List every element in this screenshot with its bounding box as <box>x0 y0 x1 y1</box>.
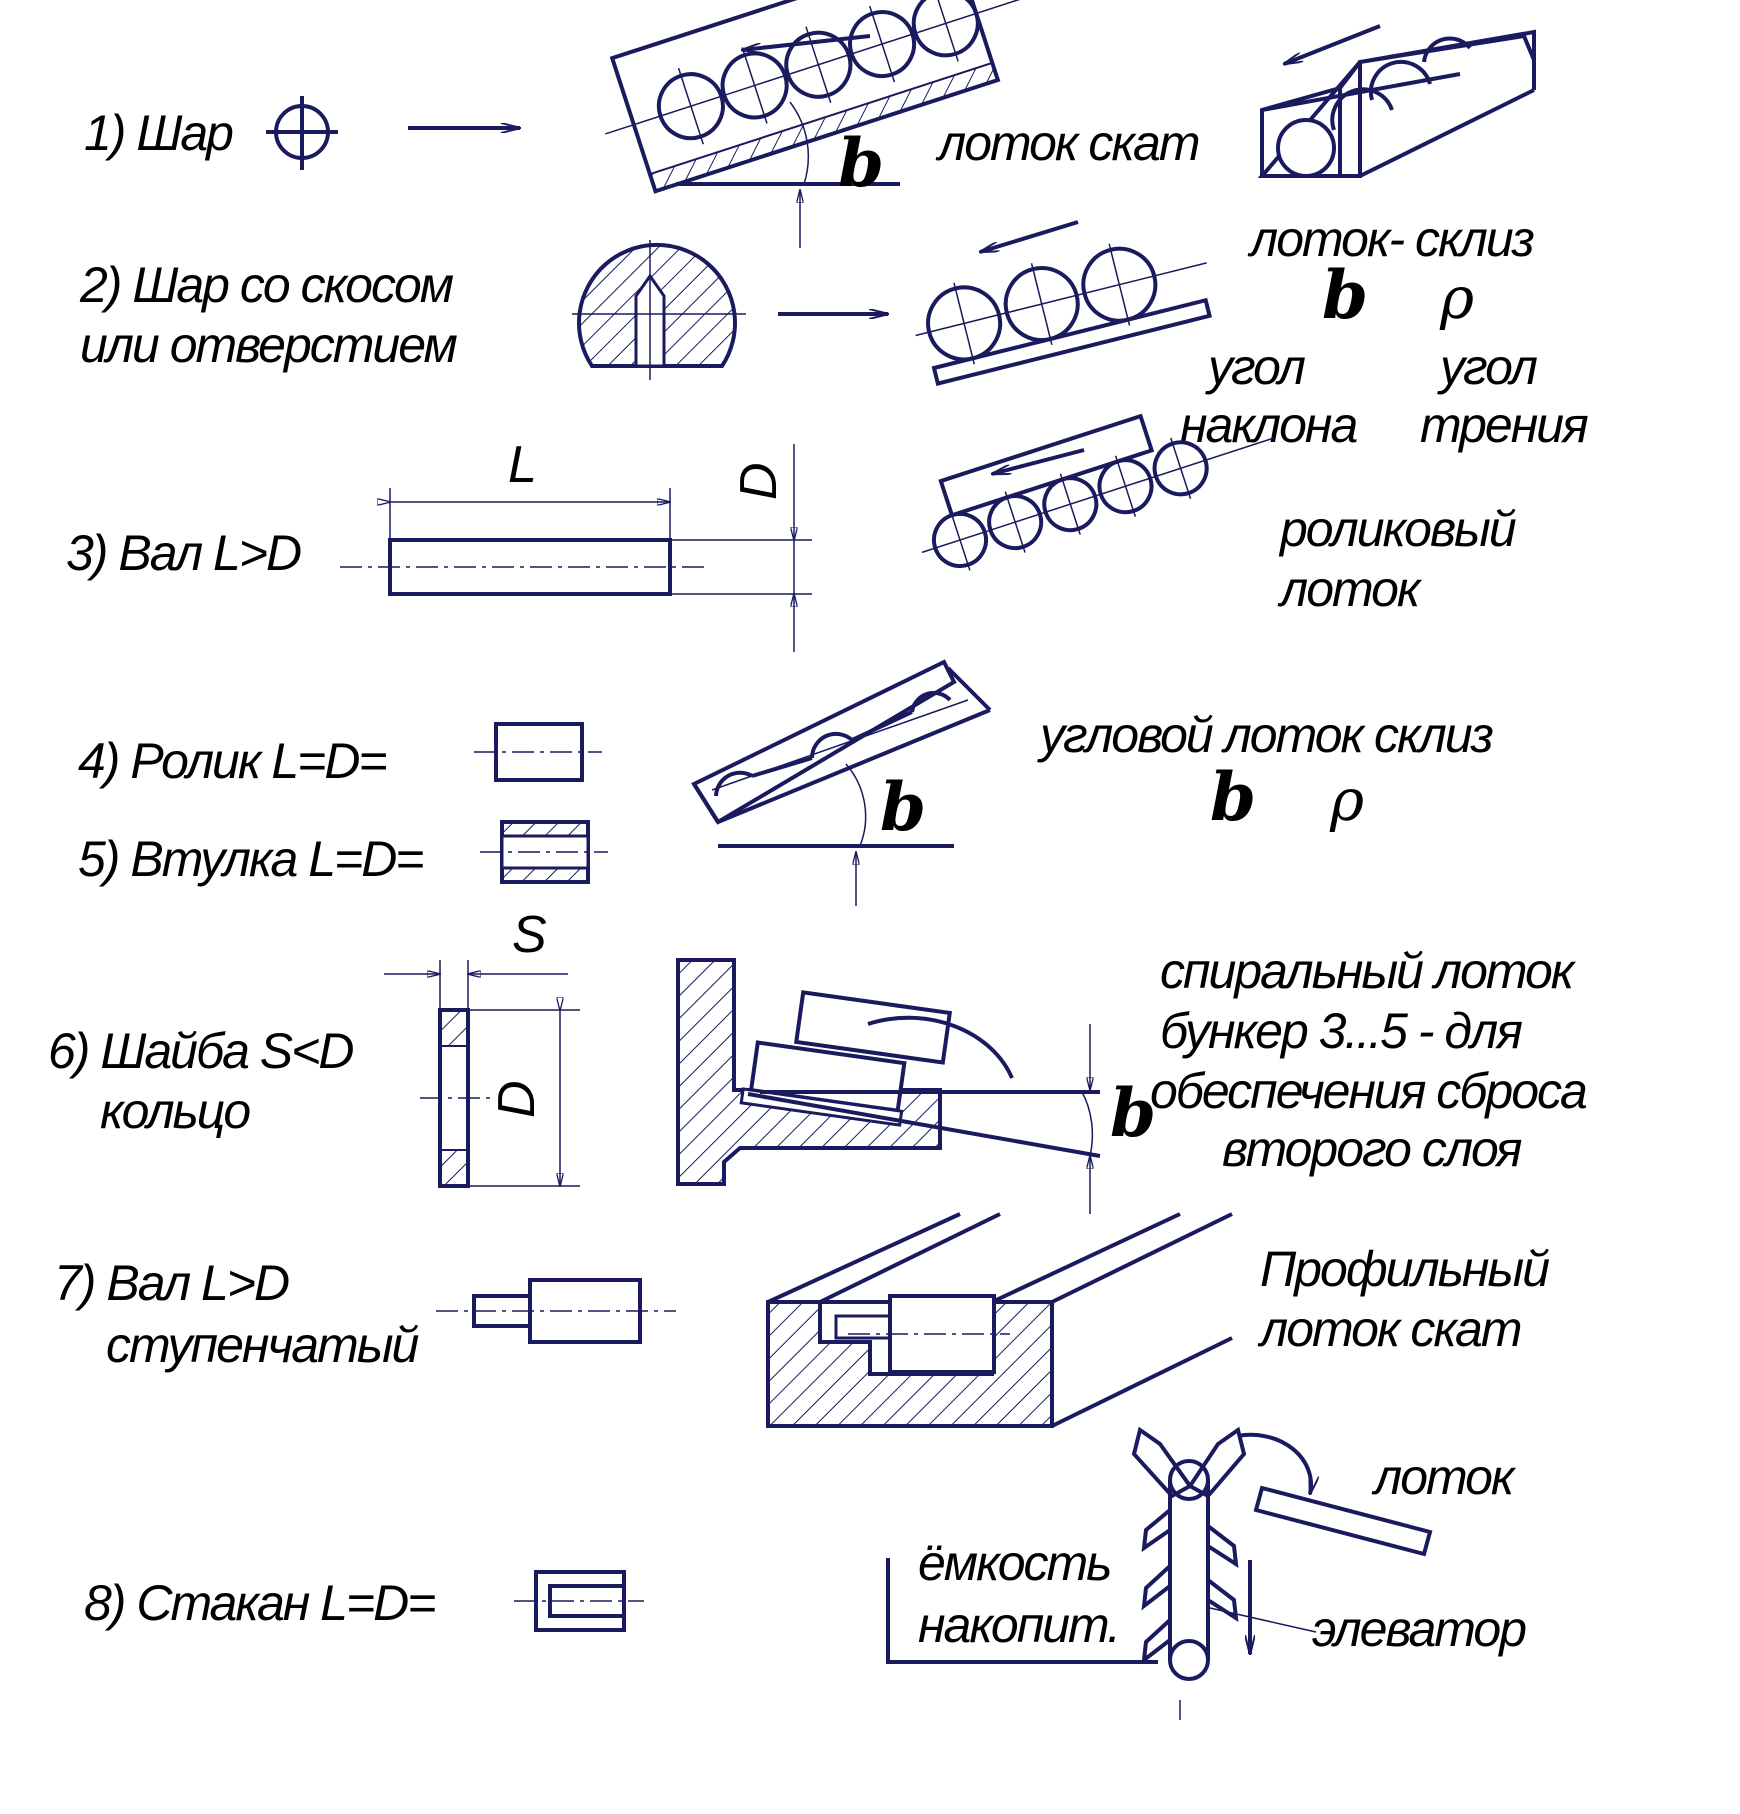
spiral-label-2: бункер 3...5 - для <box>1160 1003 1522 1059</box>
beta-symbol-2: b <box>1322 256 1366 334</box>
elevator-drawing <box>886 1426 1433 1720</box>
dim-S: S <box>512 906 547 964</box>
profile-chute <box>766 1212 1233 1428</box>
rho-symbol-1: ρ <box>1439 264 1474 332</box>
beta-symbol-4: b <box>1210 758 1254 836</box>
item-ball-chamfer-label-1: 2) Шар со скосом <box>79 257 454 313</box>
washer-drawing <box>384 960 580 1188</box>
item-stepped-shaft-label-1: 7) Вал L>D <box>54 1255 289 1311</box>
bushing-drawing <box>480 820 608 884</box>
angle-friction-label-2: трения <box>1420 397 1588 453</box>
corner-chute-label: угловой лоток склиз <box>1037 707 1493 763</box>
stepped-shaft-drawing <box>436 1278 676 1344</box>
chute-slide-label: лоток скат <box>935 115 1199 171</box>
angle-incline-label-1: угол <box>1205 339 1306 395</box>
angle-friction-label-1: угол <box>1437 339 1538 395</box>
dim-L: L <box>508 436 535 494</box>
spiral-label-3: обеспечения сброса <box>1150 1063 1587 1119</box>
tray-label: лоток <box>1371 1449 1517 1505</box>
profile-chute-label-1: Профильный <box>1260 1241 1549 1297</box>
angle-incline-label-2: наклона <box>1180 397 1357 453</box>
ball-chute-slide: b <box>605 0 1025 248</box>
item-shaft-label: 3) Вал L>D <box>66 525 301 581</box>
item-ball-chamfer-label-2: или отверстием <box>80 317 457 373</box>
item-washer-label-1: 6) Шайба S<D <box>48 1023 353 1079</box>
ball-chamfer-section <box>572 240 746 380</box>
ball-chute-skid <box>915 220 1212 386</box>
roller-chute-label-1: роликовый <box>1278 501 1516 557</box>
container-label-2: накопит. <box>918 1597 1119 1653</box>
container-label-1: ёмкость <box>918 1535 1110 1591</box>
elevator-label: элеватор <box>1312 1601 1526 1657</box>
item-washer-label-2: кольцо <box>100 1083 250 1139</box>
item-stepped-shaft-label-2: ступенчатый <box>106 1317 419 1373</box>
cup-drawing <box>514 1570 644 1632</box>
spiral-chute-bunker <box>676 958 1101 1214</box>
beta-symbol-3: b <box>880 768 924 846</box>
roller-drawing <box>474 722 602 782</box>
item-roller-label: 4) Ролик L=D= <box>78 733 386 789</box>
beta-symbol-1: b <box>838 124 882 202</box>
roller-chute <box>921 413 1275 571</box>
rho-symbol-2: ρ <box>1329 766 1364 834</box>
spiral-label-1: спиральный лоток <box>1160 943 1577 999</box>
shaft-drawing <box>340 444 812 652</box>
chute-skid-label: лоток- склиз <box>1247 211 1534 267</box>
ball-symbol <box>266 96 338 170</box>
item-cup-label: 8) Стакан L=D= <box>84 1575 435 1631</box>
beta-symbol-5: b <box>1110 1074 1154 1152</box>
item-ball-label: 1) Шар <box>84 105 233 161</box>
profile-chute-label-2: лоток скат <box>1257 1301 1521 1357</box>
corner-chute-skid <box>691 659 992 906</box>
item-bushing-label: 5) Втулка L=D= <box>78 831 423 887</box>
roller-chute-label-2: лоток <box>1277 561 1423 617</box>
dim-D-shaft: D <box>730 464 788 500</box>
dim-D-washer: D <box>488 1082 546 1118</box>
ball-chute-3d <box>1257 24 1536 178</box>
spiral-label-4: второго слоя <box>1222 1121 1522 1177</box>
